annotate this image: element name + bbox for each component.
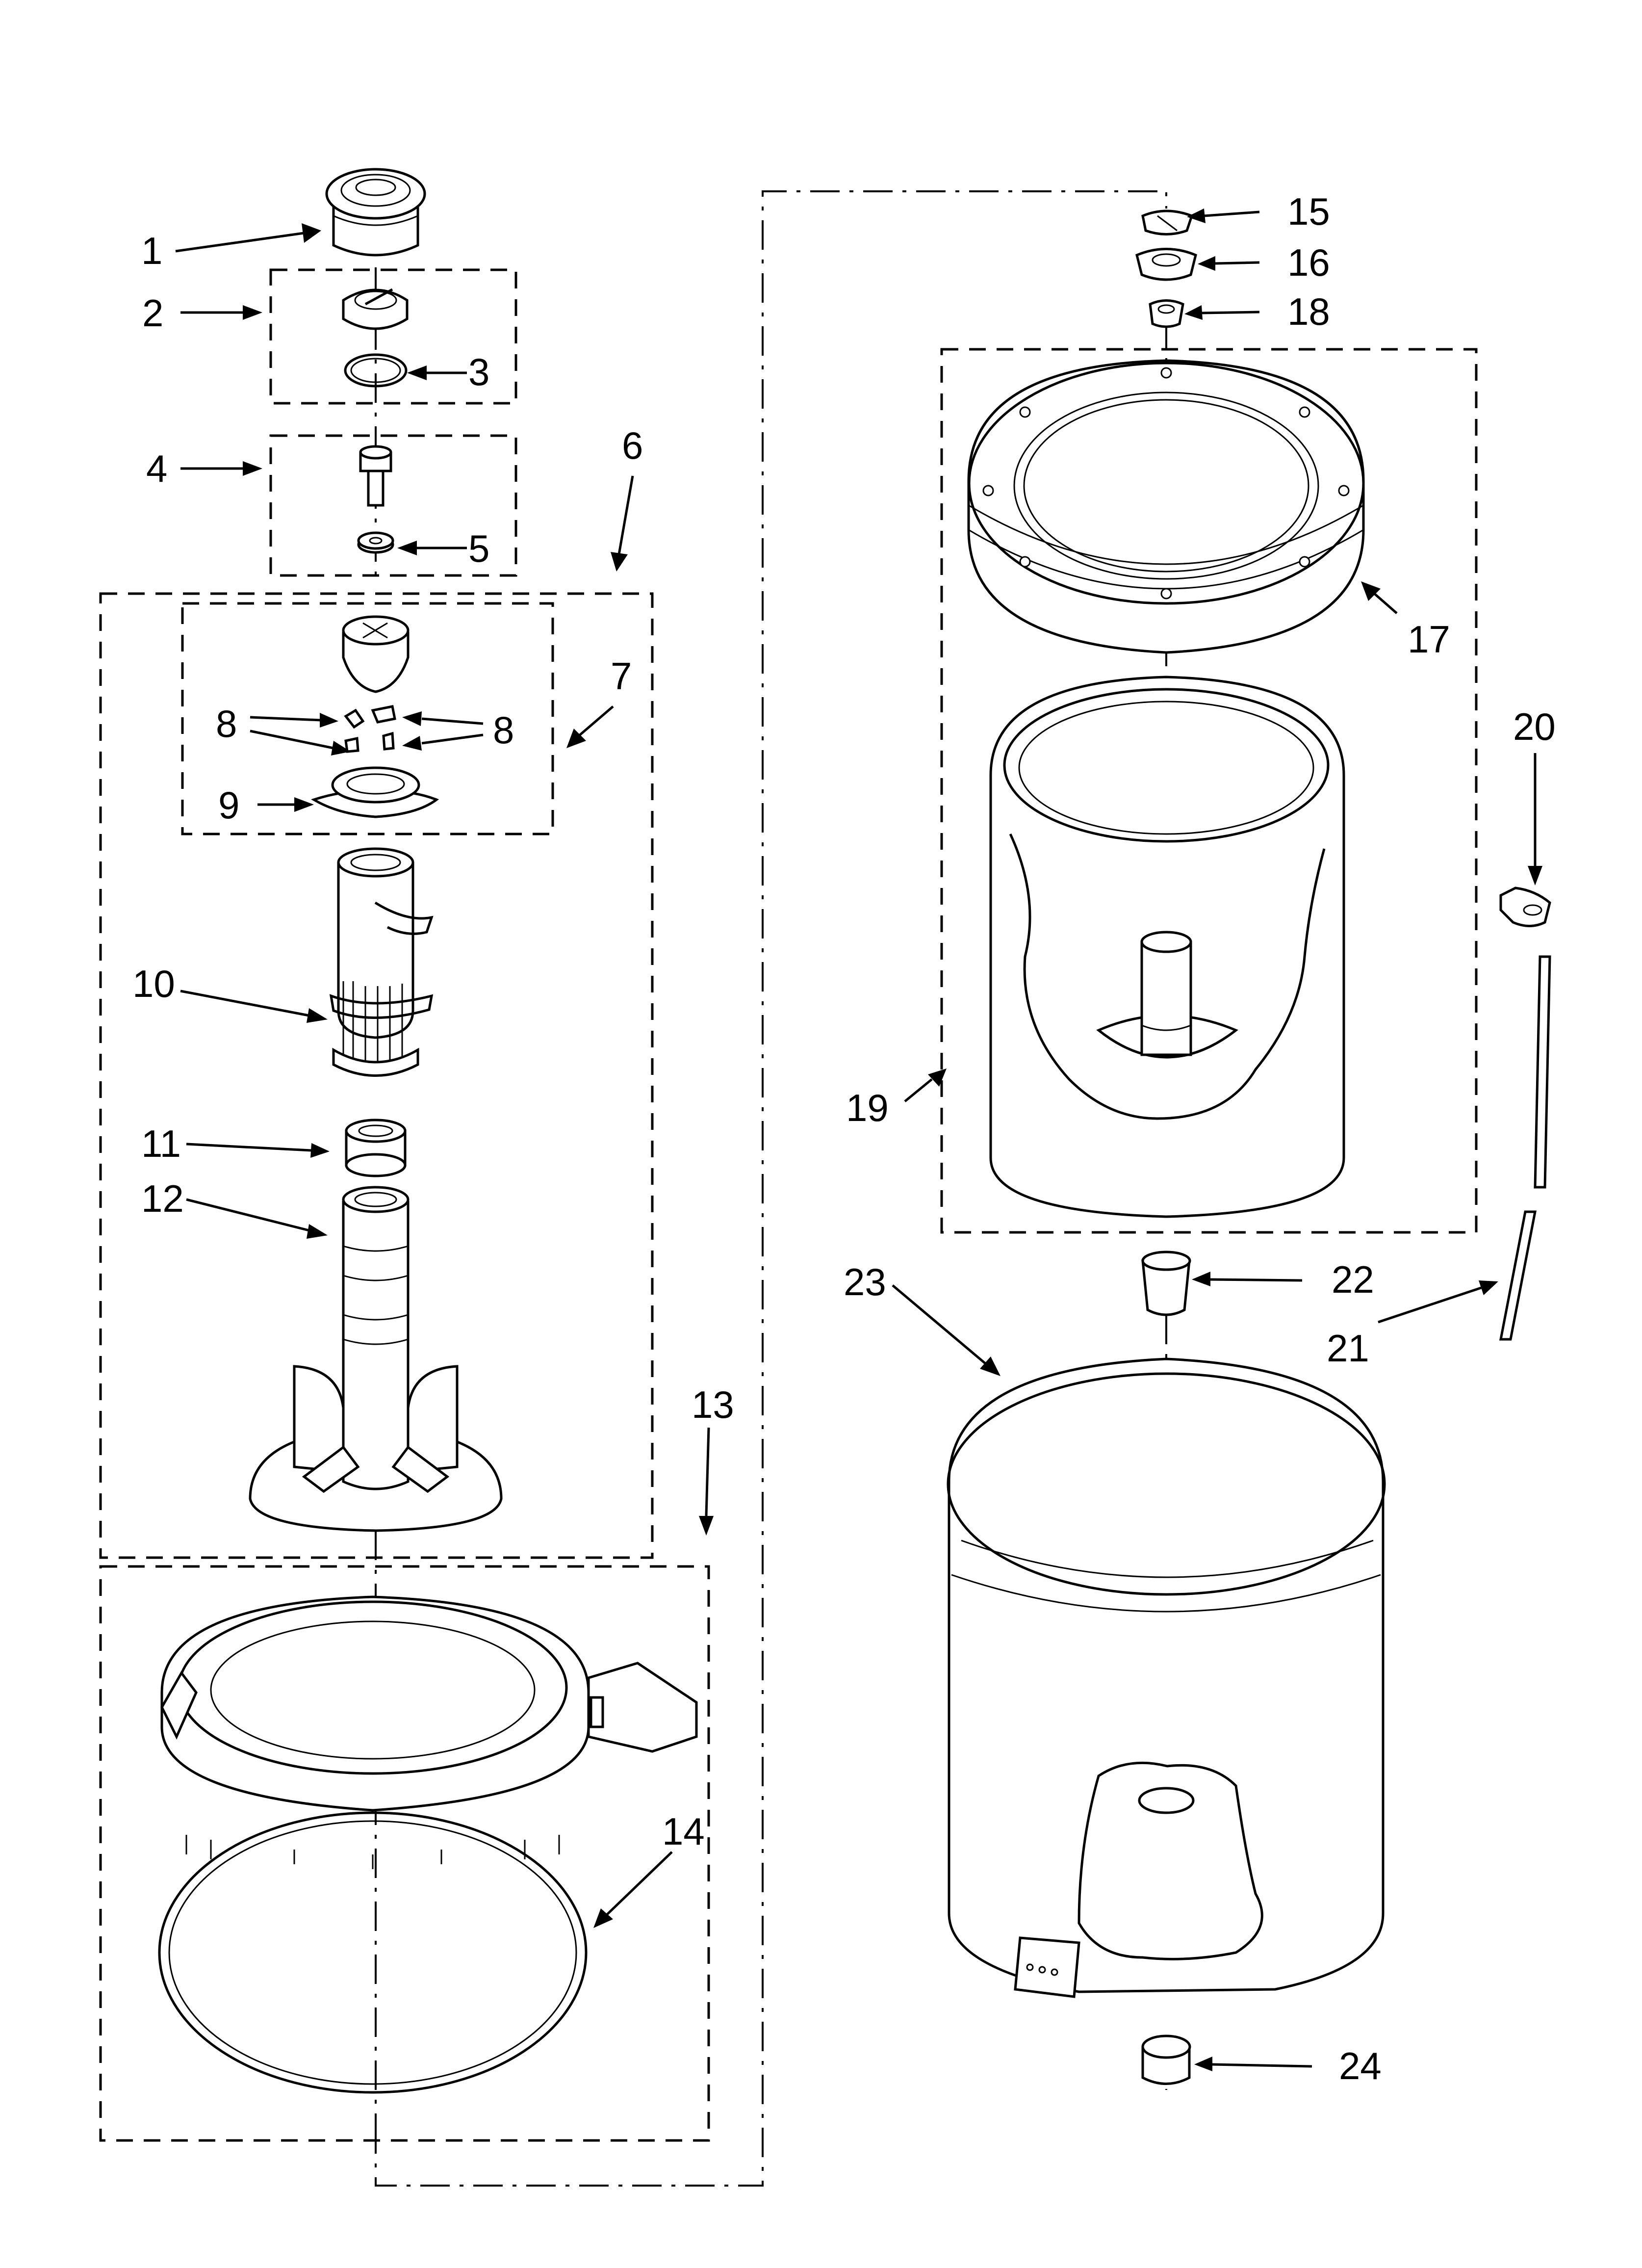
part-9-cam-ring	[311, 766, 439, 818]
callout-24: 24	[1339, 2044, 1382, 2087]
leader-arrows	[175, 209, 1542, 2071]
part-11-bearing	[345, 1119, 407, 1177]
callout-10: 10	[132, 962, 175, 1005]
callout-16: 16	[1287, 241, 1330, 284]
group-box-2	[269, 268, 517, 405]
part-12-agitator-base	[249, 1186, 503, 1532]
part-1-cap	[325, 168, 426, 257]
part-24-seal	[1141, 2034, 1191, 2085]
part-14-seal-ring	[158, 1811, 588, 2094]
part-16-retainer	[1135, 248, 1197, 281]
assembly-link-line	[375, 190, 1167, 2187]
group-box-17-19	[940, 348, 1478, 1234]
part-20-clip	[1499, 886, 1551, 927]
part-13-ring	[160, 1595, 698, 1869]
callout-12: 12	[141, 1177, 184, 1220]
callout-5: 5	[468, 527, 489, 570]
callout-20: 20	[1513, 705, 1556, 748]
callout-17: 17	[1408, 618, 1450, 661]
group-box-7	[181, 602, 554, 835]
part-10-auger	[329, 847, 434, 1077]
callout-2: 2	[142, 291, 163, 335]
callout-19: 19	[846, 1086, 889, 1129]
callout-15: 15	[1287, 190, 1330, 233]
callout-14: 14	[662, 1810, 705, 1853]
part-22-coupling	[1141, 1251, 1191, 1316]
callout-labels: 1 2 3 4 5 6 7 8 8 9 10 11 12 13 14 15 16…	[132, 190, 1556, 2087]
callout-1: 1	[141, 229, 162, 272]
callout-13: 13	[692, 1383, 734, 1426]
callout-18: 18	[1287, 290, 1330, 333]
part-2-insert	[342, 288, 409, 330]
callout-22: 22	[1332, 1258, 1374, 1301]
part-7-cam	[342, 615, 410, 693]
part-15-nut-clip	[1141, 209, 1194, 235]
callout-9: 9	[218, 783, 239, 827]
callout-3: 3	[468, 350, 489, 393]
part-18-nut	[1149, 299, 1184, 328]
part-4-bolt	[359, 445, 392, 507]
callout-23: 23	[844, 1260, 886, 1303]
part-17-balance-ring	[967, 359, 1365, 654]
group-box-13	[99, 1565, 710, 2142]
part-19-basket	[989, 676, 1345, 1218]
callout-21: 21	[1327, 1327, 1369, 1370]
part-5-washer	[357, 531, 394, 554]
callout-6: 6	[622, 424, 643, 467]
part-21-hose	[1499, 955, 1551, 1341]
callout-8b: 8	[493, 708, 514, 752]
callout-8a: 8	[216, 702, 237, 745]
callout-4: 4	[146, 447, 167, 490]
part-23-tub	[947, 1357, 1386, 1998]
callout-11: 11	[141, 1122, 181, 1165]
part-3-ring	[344, 353, 408, 388]
callout-7: 7	[611, 654, 632, 698]
part-8-dogs	[344, 705, 396, 753]
group-box-4	[269, 434, 517, 577]
